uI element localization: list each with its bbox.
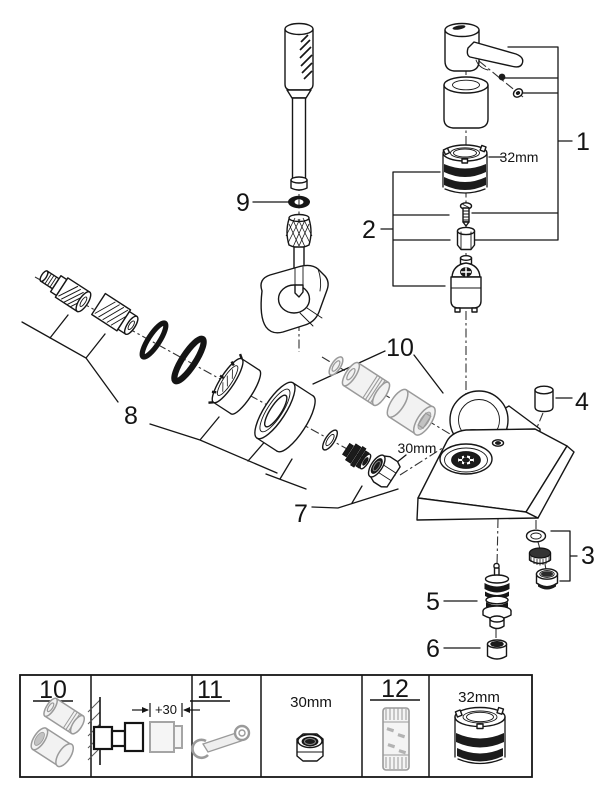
shower-holder bbox=[260, 264, 329, 334]
aerator-set-3 bbox=[525, 529, 559, 590]
legend-label-11: 11 bbox=[197, 676, 223, 704]
lever-handle bbox=[444, 22, 524, 72]
hex-union-nut-icon bbox=[296, 733, 324, 762]
bracket-7 bbox=[265, 458, 399, 509]
grub-screw bbox=[498, 73, 506, 81]
spray-face-hatch bbox=[299, 34, 313, 80]
legend-box-wall-extension: +30 bbox=[87, 697, 200, 765]
callout-8: 8 bbox=[124, 402, 138, 430]
legend-box-ring-32mm: 32mm bbox=[454, 689, 506, 765]
handle-assembly bbox=[442, 22, 524, 313]
legend-box-tool-11: 11 bbox=[190, 676, 251, 760]
callout-5: 5 bbox=[426, 588, 440, 616]
socket-tool-icon bbox=[382, 707, 410, 771]
wall-union-chain bbox=[39, 270, 316, 453]
cap-ring-icon bbox=[454, 706, 506, 765]
collar-nut bbox=[208, 353, 262, 415]
callout-4: 4 bbox=[575, 388, 589, 416]
plug-4 bbox=[534, 385, 554, 413]
legend-dim-30mm: 30mm bbox=[290, 694, 332, 711]
check-valve bbox=[342, 442, 372, 470]
legend-box-tool-12: 12 bbox=[370, 675, 420, 771]
cap-ring-32mm bbox=[442, 144, 488, 194]
cartridge-seat bbox=[439, 443, 493, 475]
wall-extension-install-icon bbox=[87, 697, 200, 765]
aerator-sleeve bbox=[535, 568, 559, 590]
bracket-1 bbox=[471, 46, 573, 241]
threaded-adapter bbox=[91, 292, 139, 336]
legend-dim-plus30: +30 bbox=[155, 702, 177, 717]
callout-10: 10 bbox=[386, 334, 414, 362]
o-ring-9 bbox=[288, 195, 310, 209]
o-ring-large bbox=[171, 335, 207, 385]
aerator-insert bbox=[528, 547, 552, 566]
union-nut-30mm bbox=[367, 454, 401, 488]
legend: 10 bbox=[19, 674, 533, 778]
legend-dim-32mm: 32mm bbox=[458, 689, 500, 706]
bracket-3 bbox=[550, 530, 578, 582]
legend-box-kit-10: 10 bbox=[30, 676, 86, 768]
open-end-wrench-icon bbox=[191, 724, 251, 760]
s-union bbox=[39, 270, 92, 313]
dim-32mm: 32mm bbox=[500, 149, 539, 165]
extension-socket bbox=[386, 388, 436, 436]
cartridge-screw bbox=[459, 202, 473, 227]
screw-cap bbox=[512, 88, 524, 98]
plug-6 bbox=[486, 639, 508, 660]
extension-kit-10 bbox=[328, 356, 436, 436]
callout-labels: 1 2 3 4 5 6 7 8 9 10 32mm 30mm bbox=[124, 128, 595, 663]
callout-3: 3 bbox=[581, 542, 595, 570]
handle-cap-sleeve bbox=[443, 76, 489, 129]
faucet-body bbox=[416, 390, 575, 521]
washer bbox=[321, 429, 339, 451]
callout-7: 7 bbox=[294, 500, 308, 528]
callout-2: 2 bbox=[362, 216, 376, 244]
extension-couplings-icon bbox=[30, 697, 86, 768]
callout-9: 9 bbox=[236, 189, 250, 217]
callout-brackets bbox=[21, 46, 578, 649]
extension-cylinder bbox=[341, 361, 391, 407]
cartridge-nut bbox=[456, 226, 476, 251]
legend-label-12: 12 bbox=[381, 675, 409, 703]
escutcheon bbox=[254, 381, 316, 453]
dim-30mm: 30mm bbox=[398, 440, 437, 456]
callout-6: 6 bbox=[426, 635, 440, 663]
legend-box-nut-30mm: 30mm bbox=[290, 694, 332, 762]
bracket-2 bbox=[380, 171, 451, 287]
hand-shower bbox=[260, 22, 329, 334]
callout-1: 1 bbox=[576, 128, 590, 156]
extension-washer bbox=[328, 356, 344, 376]
o-ring-small bbox=[139, 320, 169, 360]
hose-nut bbox=[285, 213, 313, 249]
bracket-8 bbox=[21, 314, 278, 474]
union-nut-chain-7 bbox=[321, 429, 401, 488]
cartridge bbox=[450, 254, 482, 313]
diverter-5 bbox=[482, 562, 512, 630]
